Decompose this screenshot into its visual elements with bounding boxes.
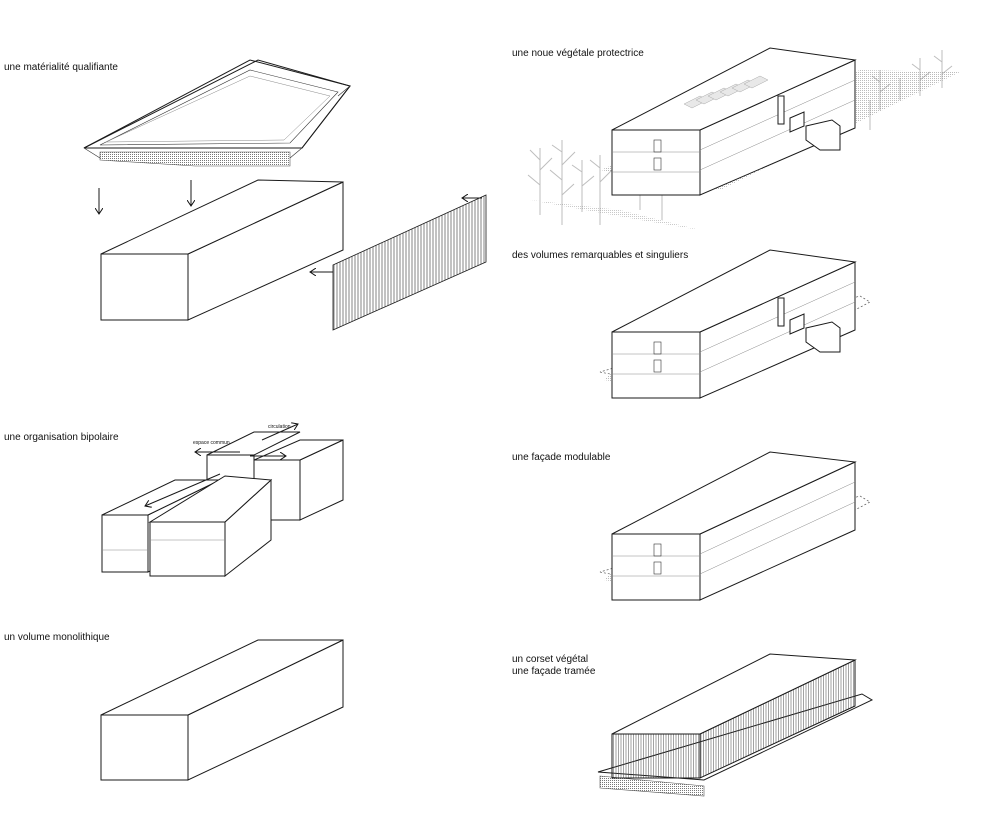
diagram-organisation: espace commun circulation bbox=[101, 424, 344, 578]
roof-solar-panels bbox=[683, 75, 769, 109]
caption-volumes-remarquables: des volumes remarquables et singuliers bbox=[512, 250, 689, 261]
caption-noue: une noue végétale protectrice bbox=[512, 48, 644, 59]
diagram-corset bbox=[597, 653, 874, 797]
diagram-materialite bbox=[83, 59, 487, 331]
caption-corset-line1: un corset végétal bbox=[512, 654, 589, 665]
circulation-long-arrow bbox=[145, 473, 221, 506]
main-volume-box bbox=[100, 179, 344, 321]
caption-volume: un volume monolithique bbox=[4, 632, 110, 643]
caption-materialite: une matérialité qualifiante bbox=[4, 62, 118, 73]
roof-tray bbox=[83, 59, 351, 167]
diagram-volume bbox=[100, 639, 344, 781]
label-espace-commun: espace commun bbox=[193, 440, 230, 446]
diagram-facade-modulable bbox=[599, 451, 871, 601]
facade-panel bbox=[332, 194, 487, 331]
caption-facade-modulable: une façade modulable bbox=[512, 452, 611, 463]
caption-corset-line2: une façade tramée bbox=[512, 666, 596, 677]
label-circulation: circulation bbox=[268, 424, 291, 430]
circulation-arrow bbox=[261, 424, 298, 441]
diagram-volumes-remarquables bbox=[599, 249, 871, 399]
diagram-noue bbox=[527, 47, 960, 230]
caption-organisation: une organisation bipolaire bbox=[4, 432, 119, 443]
